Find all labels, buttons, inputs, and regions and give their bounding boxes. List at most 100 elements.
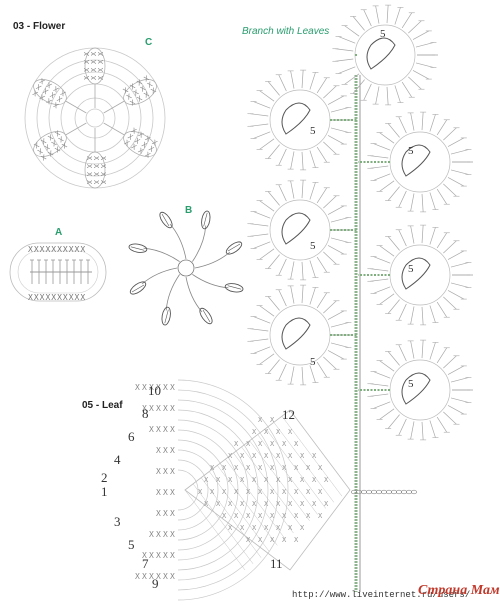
svg-text:X: X: [39, 136, 47, 145]
svg-text:X: X: [99, 172, 107, 177]
svg-text:X: X: [204, 476, 209, 484]
svg-text:X: X: [147, 145, 155, 154]
svg-text:X: X: [252, 500, 257, 508]
svg-text:X: X: [129, 82, 137, 91]
svg-text:X: X: [276, 428, 281, 436]
svg-text:X: X: [41, 86, 49, 95]
svg-text:X: X: [156, 551, 161, 560]
svg-text:X: X: [156, 530, 161, 539]
svg-text:X: X: [306, 512, 311, 520]
svg-text:X: X: [252, 476, 257, 484]
svg-text:X: X: [258, 464, 263, 472]
svg-text:X: X: [136, 78, 144, 87]
svg-text:X: X: [204, 500, 209, 508]
leaf-row-number: 12: [282, 407, 295, 422]
svg-text:X: X: [97, 75, 105, 80]
svg-text:X: X: [294, 512, 299, 520]
svg-text:X: X: [137, 131, 145, 140]
svg-text:X: X: [56, 134, 64, 143]
leaf-row-number: 3: [114, 514, 121, 529]
svg-text:X: X: [240, 476, 245, 484]
svg-text:X: X: [170, 446, 175, 455]
svg-text:X: X: [246, 488, 251, 496]
svg-text:X: X: [210, 488, 215, 496]
svg-text:X: X: [149, 425, 154, 434]
svg-text:X: X: [228, 476, 233, 484]
svg-text:X: X: [60, 140, 68, 149]
svg-text:X: X: [142, 404, 147, 413]
svg-text:X: X: [97, 59, 105, 64]
svg-text:X: X: [258, 416, 263, 424]
svg-text:X: X: [140, 141, 148, 150]
svg-text:X: X: [149, 530, 154, 539]
svg-text:X: X: [90, 75, 98, 80]
flower-b-chart: [128, 210, 244, 326]
svg-text:X: X: [222, 488, 227, 496]
svg-text:X: X: [59, 88, 67, 97]
svg-text:X: X: [170, 572, 175, 581]
svg-text:X: X: [156, 425, 161, 434]
svg-text:X: X: [144, 151, 152, 160]
svg-text:X: X: [35, 146, 43, 155]
svg-text:X: X: [139, 84, 147, 93]
svg-text:X: X: [288, 428, 293, 436]
svg-text:X: X: [246, 440, 251, 448]
svg-text:X: X: [92, 156, 100, 161]
svg-text:X: X: [48, 90, 56, 99]
svg-text:X: X: [258, 488, 263, 496]
svg-text:X: X: [222, 512, 227, 520]
svg-text:X: X: [163, 425, 168, 434]
leaf-row-number: 5: [128, 537, 135, 552]
svg-text:X: X: [288, 500, 293, 508]
svg-text:X: X: [258, 536, 263, 544]
svg-text:X: X: [38, 92, 46, 101]
svg-text:X: X: [300, 524, 305, 532]
svg-text:X: X: [83, 75, 91, 80]
svg-text:X: X: [149, 572, 154, 581]
svg-text:X: X: [163, 530, 168, 539]
svg-text:X: X: [150, 86, 158, 95]
svg-text:X: X: [132, 88, 140, 97]
svg-text:X: X: [258, 440, 263, 448]
leaf-row-number: 2: [101, 470, 108, 485]
leaf-title: 05 - Leaf: [82, 400, 123, 411]
svg-text:X: X: [324, 500, 329, 508]
svg-text:X: X: [318, 512, 323, 520]
svg-text:X: X: [222, 464, 227, 472]
svg-text:X: X: [85, 156, 93, 161]
svg-text:X: X: [45, 80, 53, 89]
svg-text:X: X: [282, 440, 287, 448]
label-a: A: [55, 227, 63, 238]
svg-text:X: X: [45, 96, 53, 105]
svg-text:X: X: [264, 476, 269, 484]
svg-text:X: X: [156, 572, 161, 581]
svg-text:X: X: [170, 404, 175, 413]
svg-text:X: X: [52, 84, 60, 93]
svg-text:X: X: [85, 180, 93, 185]
svg-text:X: X: [276, 500, 281, 508]
svg-text:X: X: [324, 476, 329, 484]
svg-text:X: X: [306, 488, 311, 496]
svg-text:X: X: [143, 74, 151, 83]
svg-text:X: X: [294, 536, 299, 544]
svg-text:X: X: [246, 512, 251, 520]
svg-text:X: X: [282, 536, 287, 544]
svg-text:X: X: [234, 512, 239, 520]
svg-text:X: X: [282, 512, 287, 520]
svg-text:X: X: [318, 488, 323, 496]
svg-text:X: X: [146, 80, 154, 89]
svg-text:X: X: [170, 425, 175, 434]
svg-text:X: X: [294, 464, 299, 472]
svg-text:X: X: [125, 92, 133, 101]
svg-text:X: X: [258, 512, 263, 520]
svg-text:X: X: [276, 452, 281, 460]
svg-text:X: X: [318, 464, 323, 472]
leaf-row-number: 9: [152, 576, 159, 591]
svg-text:X: X: [149, 383, 154, 392]
svg-text:X: X: [240, 452, 245, 460]
svg-text:X: X: [42, 142, 50, 151]
leaf-row-number: 6: [128, 429, 135, 444]
svg-text:X: X: [151, 139, 159, 148]
svg-text:X: X: [246, 464, 251, 472]
svg-text:X: X: [170, 383, 175, 392]
